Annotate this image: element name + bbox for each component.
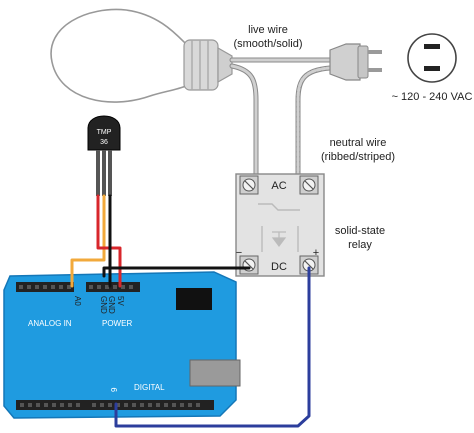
- neutral-wire-label: neutral wire: [330, 137, 387, 149]
- pin-5v-label: 5V: [116, 296, 125, 306]
- wire-blue: [114, 266, 311, 428]
- signal-wires: [70, 194, 311, 428]
- live-wire-label: live wire: [248, 24, 288, 36]
- digital-label: DIGITAL: [134, 383, 165, 392]
- solid-state-relay: AC DC − +: [235, 173, 325, 277]
- mains-wires: [229, 57, 333, 183]
- pin-9-label: 9: [110, 387, 119, 392]
- tmp36-sensor: TMP 36: [87, 115, 121, 196]
- tmp-number: 36: [100, 139, 108, 146]
- power-label: POWER: [102, 319, 132, 328]
- relay-minus-label: −: [236, 247, 242, 259]
- wire-orange: [70, 194, 106, 288]
- power-plug: [329, 43, 382, 81]
- analog-in-label: ANALOG IN: [28, 319, 72, 328]
- tmp-label: TMP: [97, 129, 112, 136]
- arduino-board: A0 GND GND 5V ANALOG IN POWER DIGITAL 9: [3, 271, 241, 419]
- relay-sublabel: relay: [348, 239, 372, 251]
- light-bulb: [50, 8, 233, 103]
- usb-connector: [189, 359, 241, 387]
- wire-black-relay: [102, 266, 251, 278]
- voltage-label: ~ 120 - 240 VAC: [392, 91, 473, 103]
- chip: [176, 288, 212, 310]
- relay-ac-label: AC: [271, 180, 286, 192]
- pin-gnd2-label: GND: [107, 296, 116, 314]
- pin-a0-label: A0: [73, 296, 82, 306]
- pin-gnd1-label: GND: [99, 296, 108, 314]
- relay-label: solid-state: [335, 225, 385, 237]
- live-wire-sublabel: (smooth/solid): [233, 38, 302, 50]
- wall-outlet-icon: [407, 33, 457, 83]
- relay-plus-label: +: [313, 247, 319, 259]
- relay-dc-label: DC: [271, 261, 287, 273]
- neutral-wire-sublabel: (ribbed/striped): [321, 151, 395, 163]
